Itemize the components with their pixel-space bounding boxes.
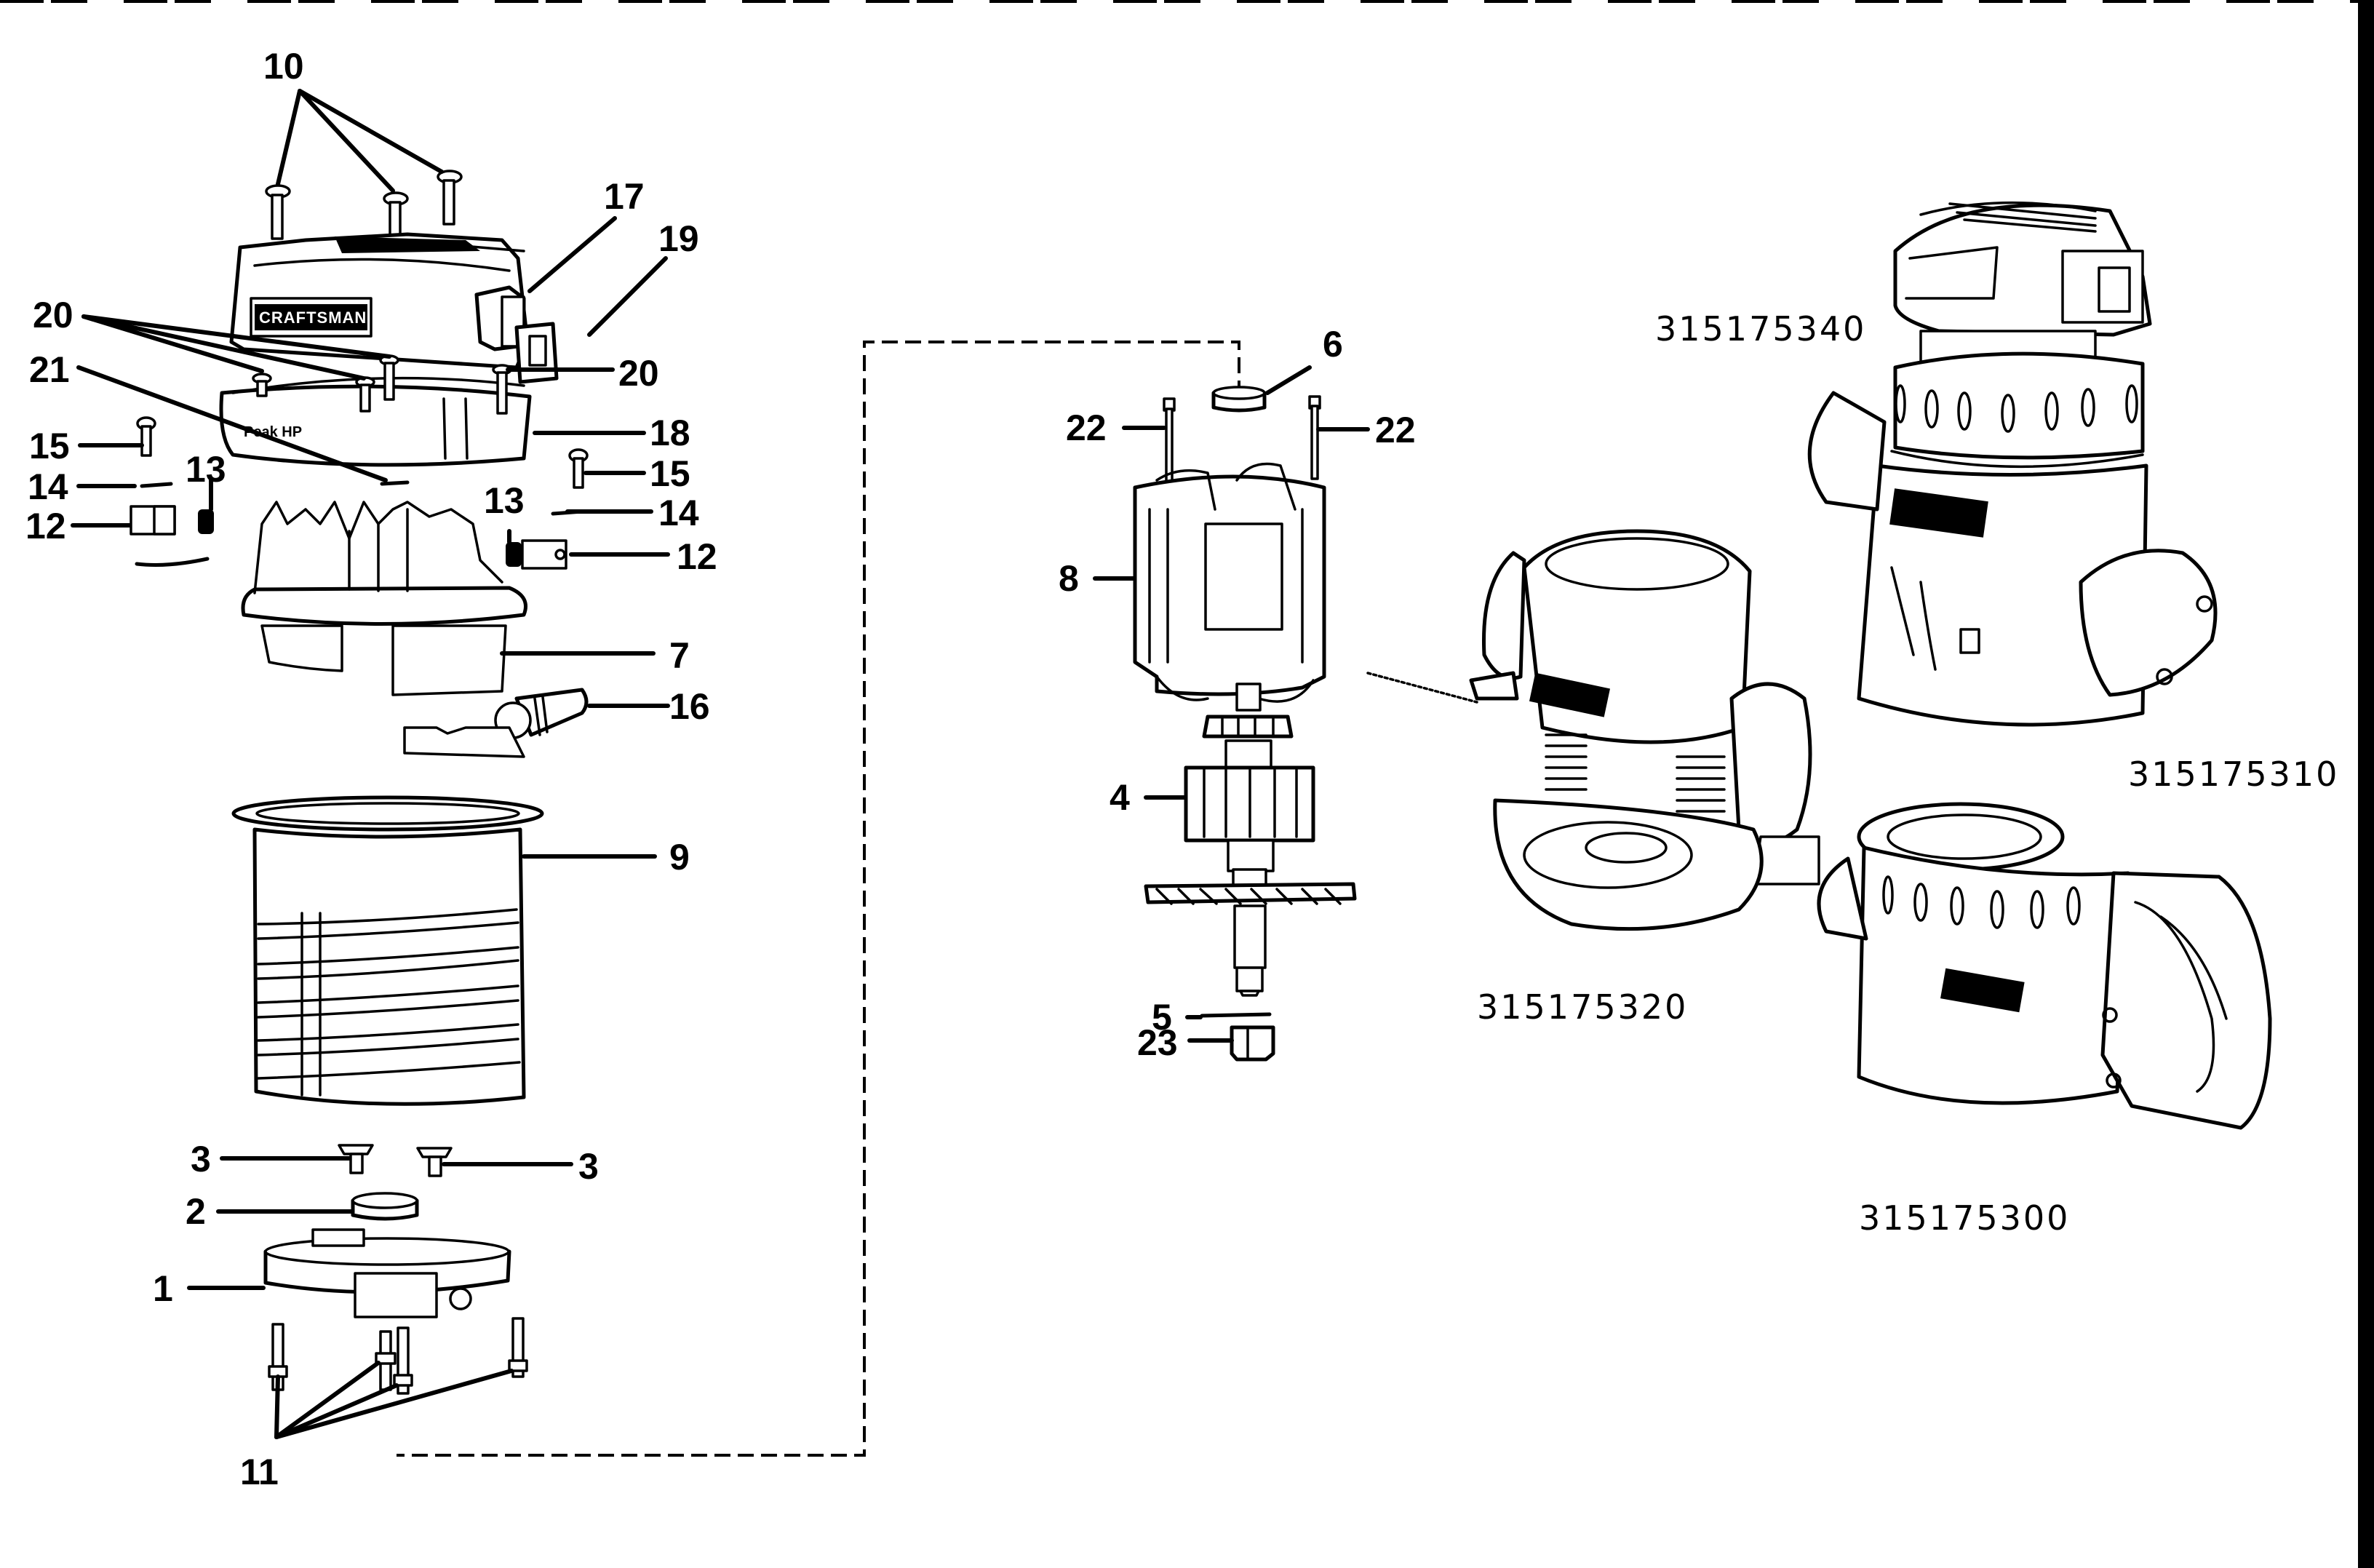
callout-15-left: 15 — [29, 426, 70, 466]
scan-right-edge — [2358, 0, 2374, 1568]
callout-14-left: 14 — [28, 466, 68, 507]
part-9-motor-housing — [231, 726, 544, 1106]
callout-10: 10 — [263, 46, 304, 87]
callout-13-left: 13 — [186, 449, 226, 490]
router-plunge-base — [1469, 529, 1820, 931]
part-4-armature — [1144, 682, 1357, 997]
part-12-brush-left — [130, 505, 176, 536]
loose-clip-left — [135, 557, 210, 567]
part-14-clip-left — [140, 482, 173, 488]
callout-19: 19 — [658, 218, 699, 259]
part-13-spring-left — [198, 509, 214, 534]
callout-8: 8 — [1059, 558, 1079, 599]
part-13-spring-right — [506, 542, 522, 567]
part-12-brush-right — [521, 539, 567, 570]
part-22-screw-left — [1163, 397, 1176, 483]
callout-6: 6 — [1323, 324, 1343, 365]
callout-4: 4 — [1110, 777, 1130, 818]
fan — [1144, 882, 1357, 905]
part-15-screw-right — [568, 448, 589, 489]
part-23-collet-nut — [1230, 1025, 1275, 1062]
part-11-screws — [268, 1317, 528, 1395]
callout-23: 23 — [1137, 1022, 1178, 1063]
model-number-315175320: 315175320 — [1477, 987, 1688, 1027]
part-7-brush-holder — [241, 501, 527, 696]
callout-3-right: 3 — [578, 1146, 599, 1187]
callout-18: 18 — [650, 413, 690, 453]
part-6-bearing — [1211, 386, 1267, 413]
model-number-315175310: 315175310 — [2128, 755, 2339, 794]
model-number-315175300: 315175300 — [1859, 1198, 2070, 1238]
scan-top-border — [0, 0, 2358, 3]
callout-16: 16 — [669, 686, 710, 727]
part-16-cord-protector — [494, 688, 589, 739]
part-19-switch-cover — [514, 322, 559, 384]
callout-5: 5 — [1152, 997, 1172, 1038]
callout-9: 9 — [669, 837, 690, 877]
callout-20-single: 20 — [618, 353, 659, 394]
callout-11: 11 — [240, 1452, 279, 1492]
model-numbers: 315175340 315175310 315175320 315175300 — [1477, 309, 2339, 1238]
callout-13-right: 13 — [484, 480, 525, 521]
callout-22-right: 22 — [1375, 410, 1416, 450]
part-3-screw-right — [416, 1147, 453, 1177]
part-1-end-bell — [263, 1228, 511, 1318]
callout-labels: 10 17 19 20 20 21 18 15 15 14 14 13 13 1… — [25, 46, 1416, 1492]
callout-3-left: 3 — [191, 1139, 211, 1179]
model-number-315175340: 315175340 — [1655, 309, 1866, 349]
callout-15-right: 15 — [650, 453, 690, 494]
part-2-bearing — [351, 1192, 419, 1221]
callout-14-right: 14 — [658, 493, 699, 533]
callout-12-left: 12 — [25, 506, 66, 546]
housing-label-text: Peak HP — [244, 424, 302, 440]
callout-21: 21 — [29, 349, 70, 390]
dotted-pointer-line — [1366, 672, 1478, 704]
router-d-handle-base — [1817, 802, 2272, 1130]
brand-badge-text: CRAFTSMAN — [259, 309, 367, 327]
callout-12-right: 12 — [677, 536, 717, 577]
part-21-clip — [380, 480, 410, 486]
callout-17: 17 — [604, 176, 645, 217]
part-22-screw-right — [1308, 395, 1321, 480]
part-5-spacer — [1200, 1012, 1272, 1018]
part-18-housing-ring: Peak HP — [219, 354, 532, 467]
callout-7: 7 — [669, 635, 690, 676]
callout-20-triple: 20 — [33, 295, 73, 335]
part-15-screw-left — [136, 416, 156, 457]
callout-22-left: 22 — [1066, 407, 1107, 448]
leader-lines — [71, 89, 1370, 1439]
router-fixed-base-with-knobs — [1807, 201, 2218, 727]
part-8-field — [1133, 462, 1326, 703]
assembly-connector-dashed — [397, 341, 1240, 1457]
callout-2: 2 — [186, 1191, 206, 1232]
part-3-screw-left — [338, 1144, 374, 1174]
callout-1: 1 — [153, 1268, 173, 1309]
